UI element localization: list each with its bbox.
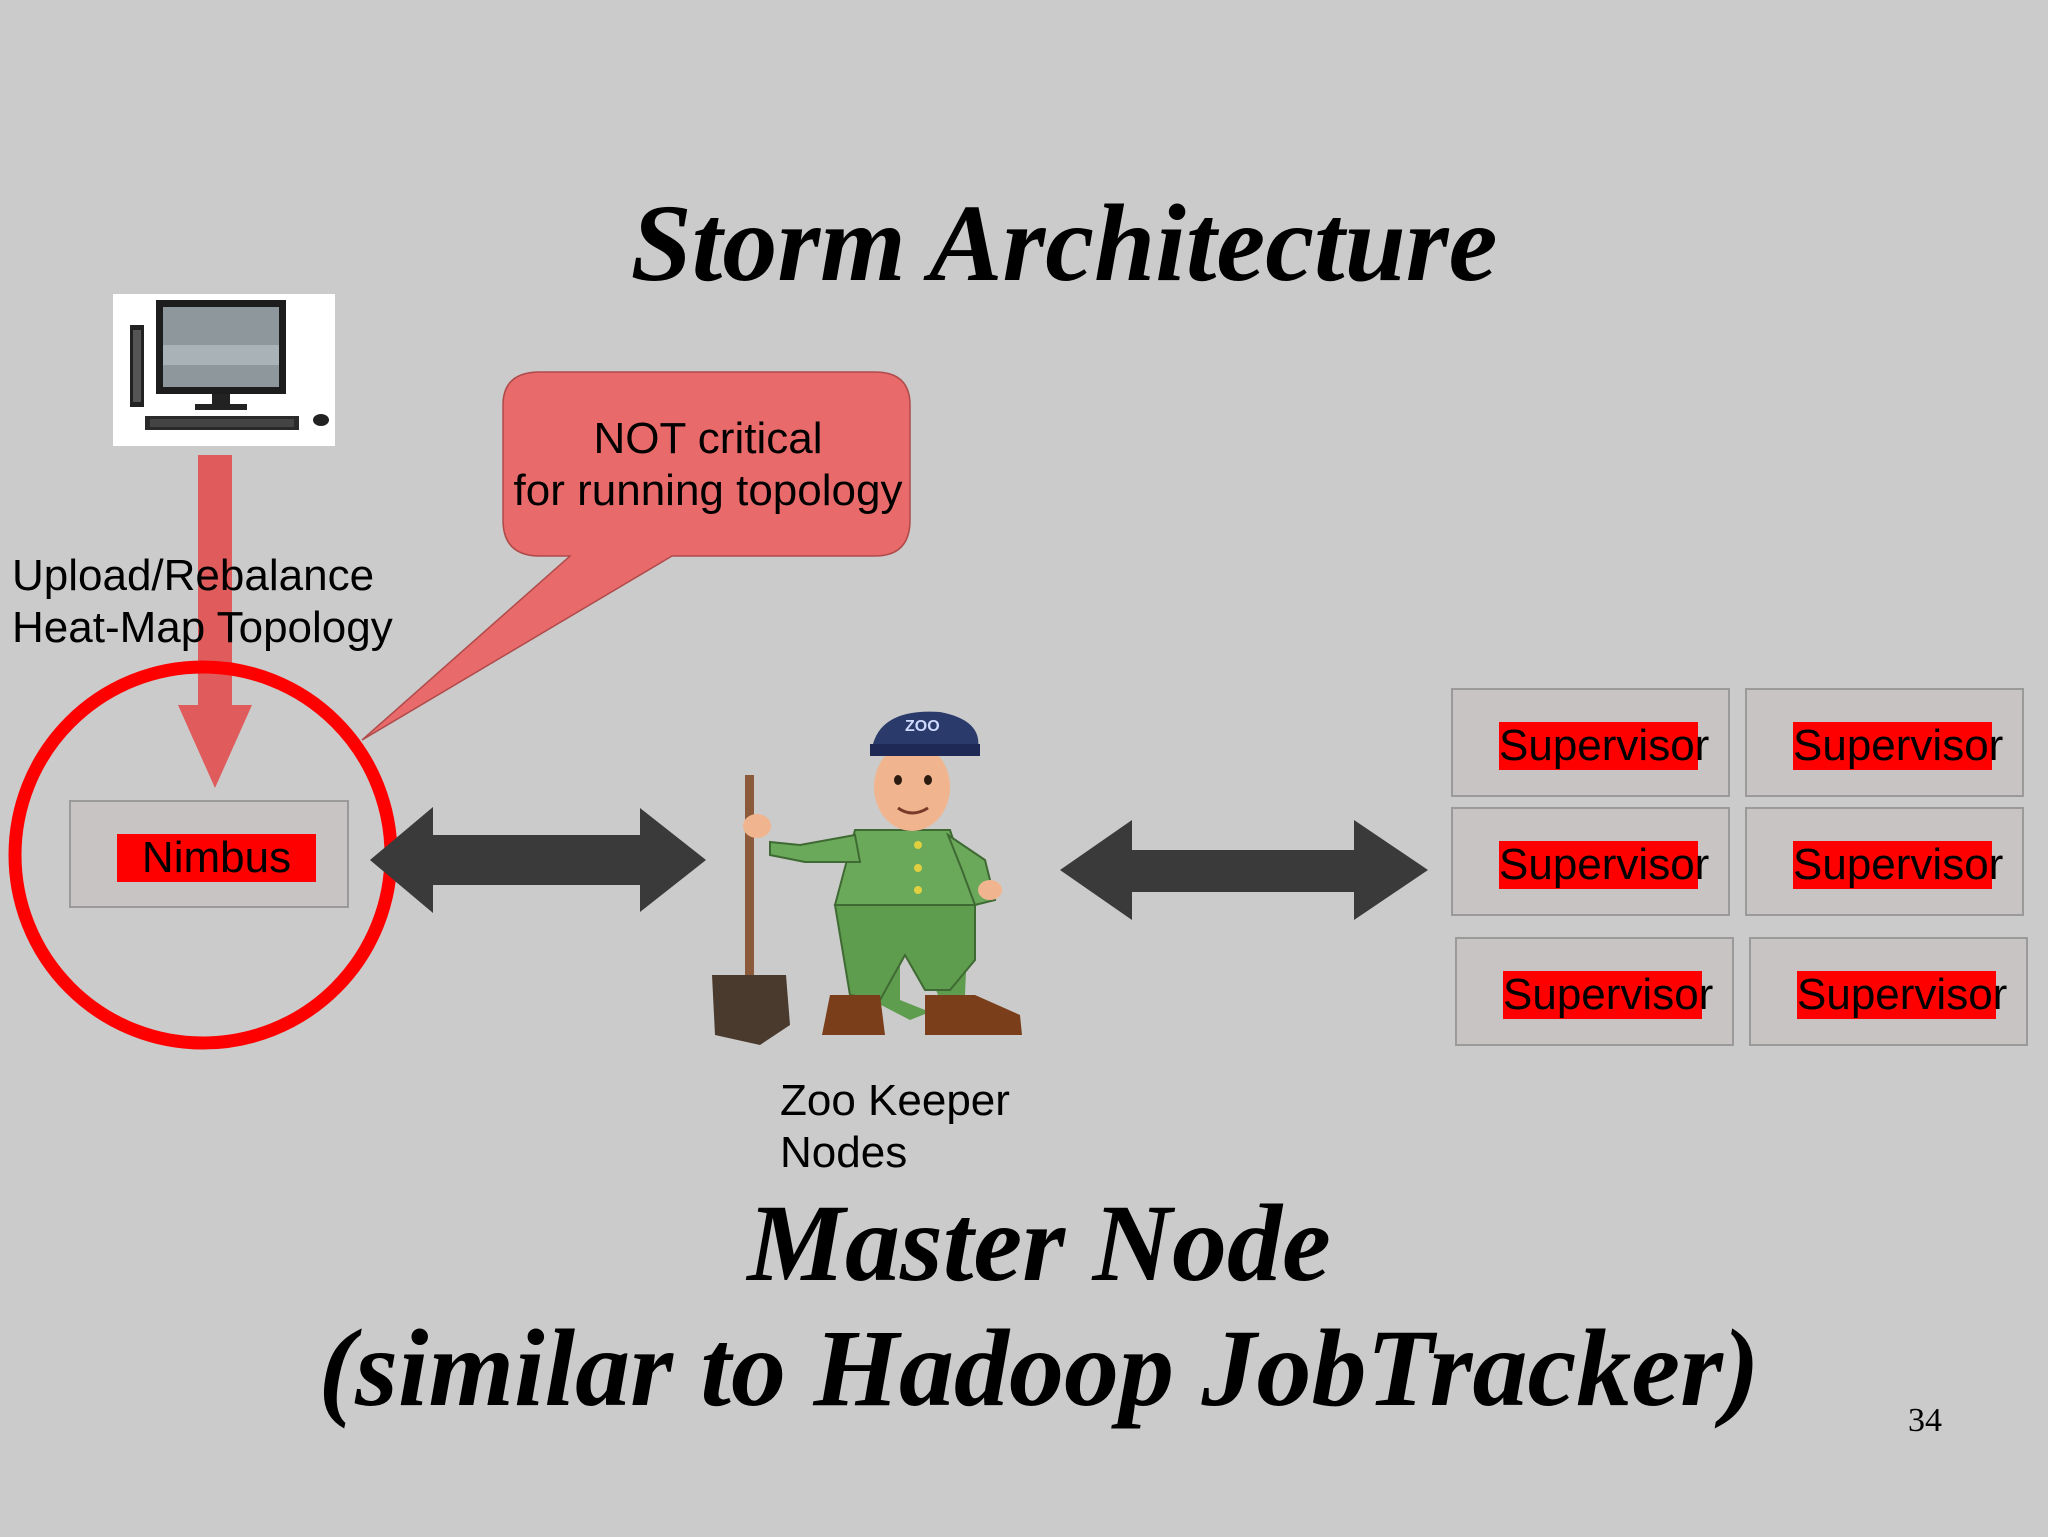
supervisor-label: Supervisor (1793, 840, 2004, 889)
supervisor-label: Supervisor (1797, 970, 2008, 1019)
nimbus-zookeeper-arrow (370, 807, 706, 913)
master-node-title: Master Node (747, 1182, 1331, 1304)
computer-icon (130, 300, 329, 430)
upload-arrow (178, 455, 252, 788)
slide-title: Storm Architecture (630, 182, 1498, 304)
supervisor-label: Supervisor (1793, 721, 2004, 770)
master-node-subtitle: (similar to Hadoop JobTracker) (318, 1307, 1760, 1429)
nimbus-label: Nimbus (117, 834, 316, 882)
upload-label: Upload/Rebalance Heat-Map Topology (12, 551, 393, 652)
supervisor-label: Supervisor (1499, 840, 1710, 889)
zookeeper-figure (712, 711, 1022, 1045)
zoo-hat-text: ZOO (905, 718, 940, 735)
page-number: 34 (1908, 1402, 1942, 1439)
zookeeper-label: Zoo Keeper Nodes (780, 1076, 1010, 1177)
callout-bubble (361, 371, 911, 741)
supervisor-label: Supervisor (1499, 721, 1710, 770)
callout-text: NOT critical for running topology (513, 414, 903, 515)
supervisor-label: Supervisor (1503, 970, 1714, 1019)
zookeeper-supervisor-arrow (1060, 820, 1428, 920)
